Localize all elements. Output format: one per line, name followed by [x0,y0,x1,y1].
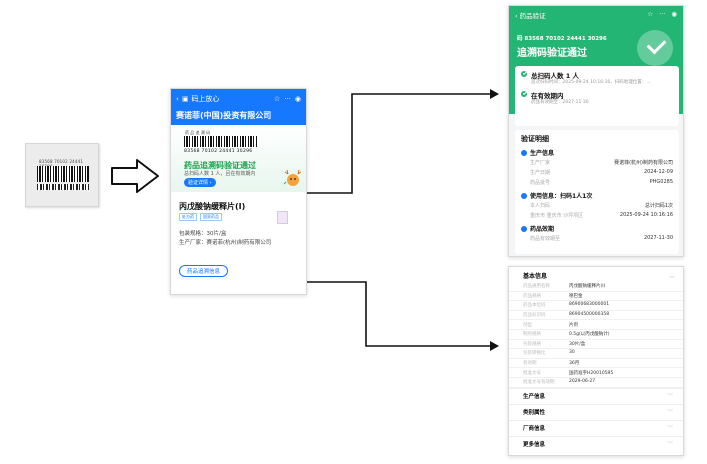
result-title: 追溯码验证通过 [517,48,587,59]
factory-icon [521,149,527,156]
product-name: 丙戊酸钠缓释片(I) [179,202,246,211]
arrowhead-icon [490,341,499,351]
package-spec: 包装规格：30片/盒 [179,231,227,237]
hollow-arrow-icon [111,159,159,193]
barcode-icon [37,184,89,190]
trace-code-card: 药 品 追 溯 码 83568 70102 24441 30296 药品追溯码验… [177,126,302,188]
scan-count: 总扫码人数 1 人 [531,72,580,80]
verify-pass-text: 药品追溯码验证通过 [184,161,256,170]
app-logo-icon: ▣ [181,95,189,103]
validity-desc: 药品有效期至：2027-11-30 [531,100,589,105]
back-icon[interactable]: ‹ [176,95,179,103]
detail-row: 生产厂家赛诺菲(杭州)制药有限公司 [530,159,673,166]
info-row: 剂型片剂 [509,320,683,330]
chevron-down-icon: ﹀ [667,394,673,401]
section-category[interactable]: 类别属性﹀ [509,403,683,420]
alipay-scan-screen: ‹ ▣ 码上放心 ☆ ··· ◉ 赛诺菲(中国)投资有限公司 药 品 追 溯 码… [170,88,307,295]
calendar-icon [521,225,527,232]
back-icon[interactable]: ‹ [515,12,520,20]
more-icon[interactable]: ··· [284,95,291,103]
chevron-down-icon: ﹀ [667,442,673,449]
verification-result-screen: ‹ 药品验证 ☆ ··· ◉ 码 83568 70102 24441 30296… [508,5,684,257]
manufacturer: 生产厂家：赛诺菲(杭州)制药有限公司 [179,240,272,246]
star-icon[interactable]: ☆ [647,10,654,18]
star-icon[interactable]: ☆ [273,95,281,103]
chevron-up-icon[interactable]: ︿ [668,273,675,280]
info-row: 药品通用名称丙戊酸钠缓释片(I) [509,282,683,292]
user-icon [521,192,527,199]
nav-title: 药品验证 [519,12,546,20]
validity-status: 在有效期内 [531,92,564,100]
section-usage: 使用信息：扫码1人1次 [530,193,593,200]
chevron-down-icon: ﹀ [667,410,673,417]
barcode-icon [184,136,258,147]
section-expiry: 药品效期 [530,226,555,233]
section-vendor[interactable]: 厂商信息﹀ [509,419,683,436]
card-header: 药 品 追 溯 码 [185,130,211,135]
arrowhead-icon [490,89,499,99]
barcode-number: 83568 70102 24441 30296 [184,149,253,154]
verify-sub-text: 总扫码人数 1 人，且在有效期内 [184,171,256,177]
detail-row: 本人扫码总计扫码1次 [530,202,673,209]
info-row: 批准文号国药准字H20010595 [509,368,683,378]
close-icon[interactable]: ◉ [294,95,301,103]
chevron-down-icon: ﹀ [667,426,673,433]
scan-stats-card: 总扫码人数 1 人 首次扫码时间：2025-09-24 10:16:16，扫码地… [515,66,679,126]
verify-detail-button[interactable]: 验证详情 › [184,178,216,187]
trace-code: 码 83568 70102 24441 30296 [517,36,607,42]
medicine-package-photo: 83568 70102 24441 30296 [25,143,99,207]
eye-icon[interactable]: ◉ [671,10,677,18]
product-tags: 处方药 国家药品 [179,213,222,221]
trace-info-button[interactable]: 药品追溯信息 [179,265,229,277]
check-circle-icon [637,30,673,66]
tag-prescription: 处方药 [179,213,197,221]
more-icon[interactable]: ··· [659,10,666,18]
deer-mascot-icon [283,169,302,186]
section-production-info[interactable]: 生产信息﹀ [509,387,683,404]
check-icon [521,71,527,77]
company-name: 赛诺菲(中国)投资有限公司 [176,111,272,120]
tag-national: 国家药品 [200,213,222,221]
app-title: 码上放心 [191,95,220,103]
check-icon [521,91,527,97]
arrow-to-verification [288,93,490,194]
detail-heading: 验证明细 [521,135,549,143]
barcode-icon [37,166,89,182]
info-row: 药品规格德巴金 [509,292,683,302]
header: ‹ ▣ 码上放心 ☆ ··· ◉ 赛诺菲(中国)投资有限公司 [171,89,306,125]
section-production: 生产信息 [530,150,555,157]
section-more[interactable]: 更多信息﹀ [509,435,683,452]
basic-info-header[interactable]: 基本信息 ︿ [509,267,683,282]
scan-count-desc: 首次扫码时间：2025-09-24 10:16:16，扫码地理位置：... [531,80,651,85]
basic-info-title: 基本信息 [523,273,548,280]
product-thumbnail[interactable] [277,211,288,224]
